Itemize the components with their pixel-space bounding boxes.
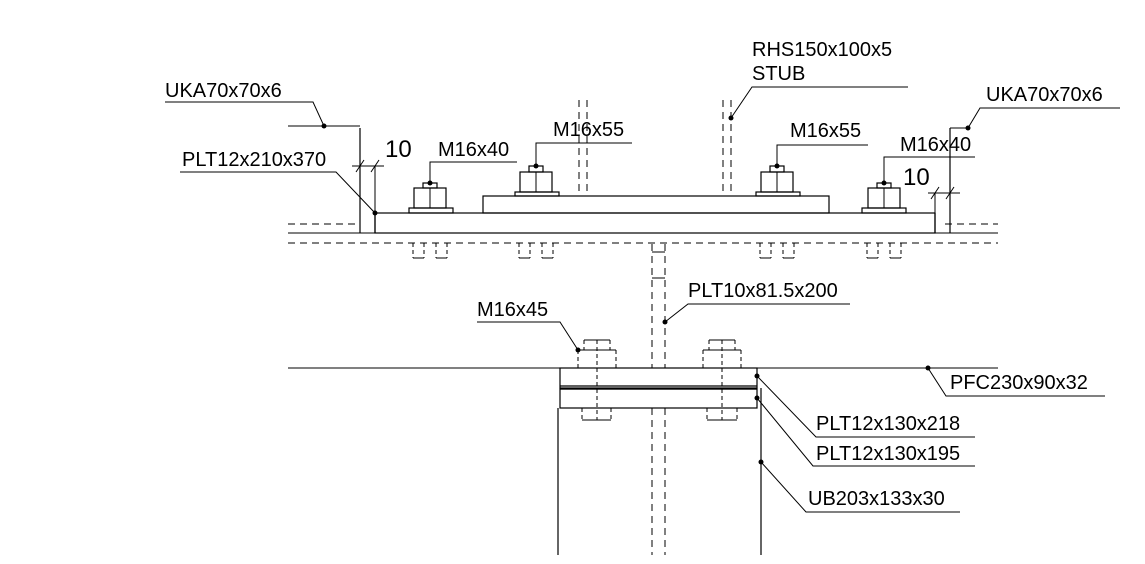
pfc-leader: [927, 367, 1105, 397]
rhs-label-line1: RHS150x100x5: [752, 39, 892, 61]
m16x45-label: M16x45: [477, 299, 548, 321]
plt-218-label: PLT12x130x218: [816, 413, 960, 435]
uka-left-label: UKA70x70x6: [165, 80, 282, 102]
plt-195-label: PLT12x130x195: [816, 443, 960, 465]
bolt-m16x45-right: [702, 339, 742, 421]
plt-top-leader: [180, 171, 376, 214]
plt-web-label: PLT10x81.5x200: [688, 280, 838, 302]
bolt-m16x40-right: [861, 182, 907, 259]
uka-right-label: UKA70x70x6: [986, 84, 1103, 106]
gap-left-label: 10: [385, 136, 412, 163]
plate-218: [559, 367, 758, 389]
m16x55-right-leader: [776, 144, 868, 166]
gap-right-label: 10: [903, 164, 930, 191]
m16x55-left-label: M16x55: [553, 119, 624, 141]
bolt-m16x40-left: [408, 182, 454, 259]
m16x55-left-leader: [535, 142, 632, 166]
web-plate: [651, 244, 666, 555]
m16x40-left-label: M16x40: [438, 139, 509, 161]
plt-web-leader: [664, 303, 850, 323]
m16x45-leader: [477, 321, 579, 351]
pfc-label: PFC230x90x32: [950, 372, 1088, 394]
bolt-m16x55-right: [755, 165, 801, 259]
m16x55-right-label: M16x55: [790, 120, 861, 142]
top-cap-plate: [482, 195, 830, 214]
uka-left-leader: [165, 101, 325, 127]
bolt-m16x55-left: [514, 165, 560, 259]
top-assembly: [288, 100, 998, 259]
plt-218-leader: [756, 375, 975, 438]
m16x40-left-leader: [429, 161, 517, 183]
plt-195-leader: [756, 397, 975, 467]
annotations: RHS150x100x5 STUB UKA70x70x6 UKA70x70x6 …: [165, 39, 1120, 513]
ub-leader: [760, 461, 960, 513]
plate-195: [559, 388, 758, 409]
m16x40-right-label: M16x40: [900, 134, 971, 156]
base-plate: [374, 212, 936, 234]
m16x40-right-leader: [883, 156, 975, 183]
bolt-m16x45-left: [577, 339, 617, 421]
uka-right-leader: [950, 107, 1120, 129]
ub-label: UB203x133x30: [808, 488, 945, 510]
plt-top-label: PLT12x210x370: [182, 149, 326, 171]
lower-assembly: [288, 339, 998, 555]
rhs-leader: [730, 86, 908, 119]
rhs-label-line2: STUB: [752, 63, 805, 85]
